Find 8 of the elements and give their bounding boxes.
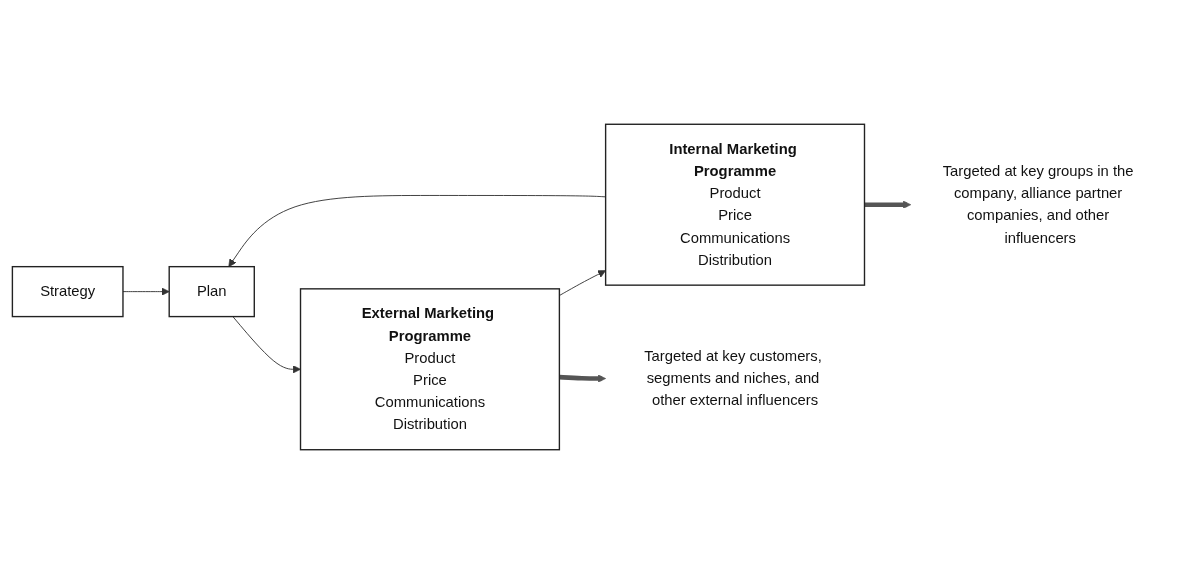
node-box: External Marketing Programme Product Price Communications Distribution <box>299 288 561 451</box>
node-box: Internal Marketing Programme Product Price Communications Distribution <box>604 123 866 286</box>
node-text: Targeted at key customers, segments and niches, and other external influencers <box>644 348 822 409</box>
arrow <box>864 200 912 209</box>
arrow <box>559 374 606 383</box>
node-text: Targeted at key groups in the company, alliance partner companies, and other influencers <box>942 163 1134 246</box>
node-box: Plan <box>168 265 255 318</box>
node-box: Strategy <box>11 265 124 318</box>
